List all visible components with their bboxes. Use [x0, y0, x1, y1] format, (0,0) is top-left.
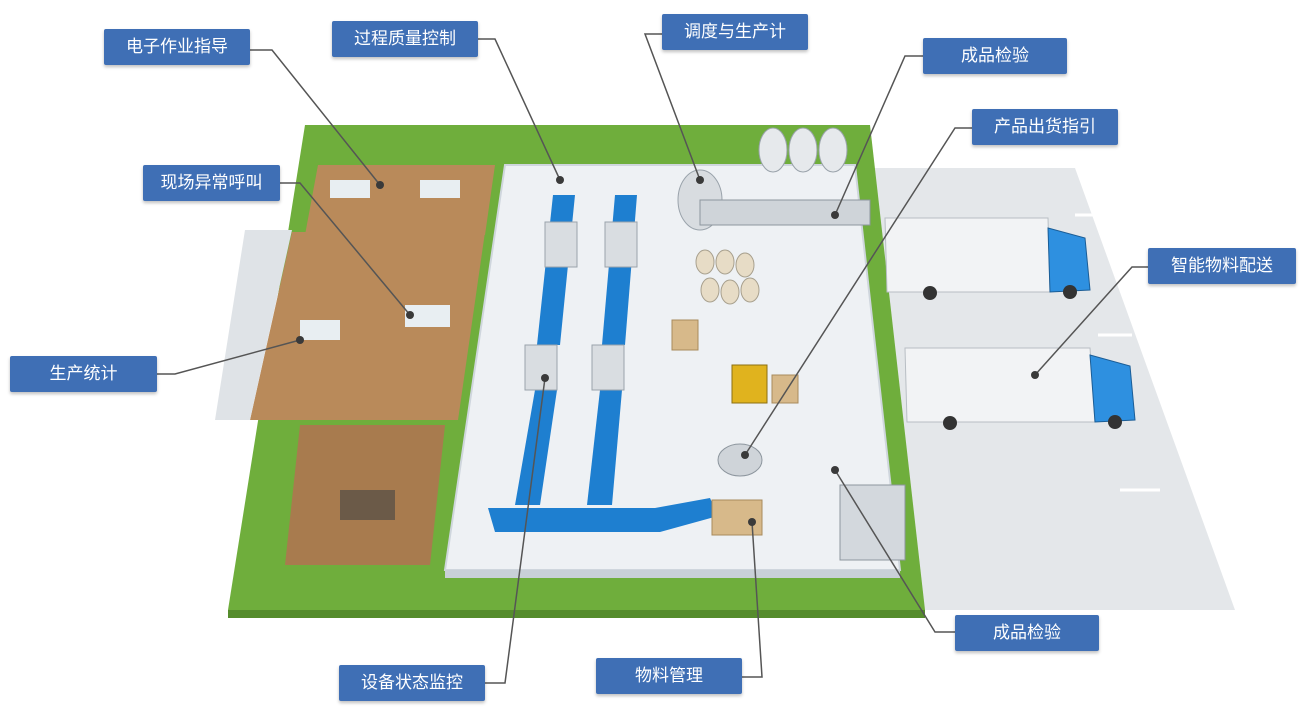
dot-material-mgmt: [748, 518, 756, 526]
meeting-table: [340, 490, 395, 520]
dot-inspection-top: [831, 211, 839, 219]
hopper: [788, 127, 818, 173]
machine: [604, 221, 638, 268]
leader-production-stats: [157, 339, 301, 375]
callout-material-mgmt: 物料管理: [596, 658, 742, 694]
dot-shipping-guide: [741, 451, 749, 459]
dot-smart-delivery: [1031, 371, 1039, 379]
leader-equipment-monitor: [485, 377, 546, 684]
dot-andon-call: [406, 311, 414, 319]
pallet-boxes: [671, 319, 699, 351]
forklift-load: [771, 374, 799, 404]
hopper-frame: [699, 199, 871, 226]
dot-equipment-monitor: [541, 374, 549, 382]
callout-smart-delivery: 智能物料配送: [1148, 248, 1296, 284]
machine: [544, 221, 578, 268]
leader-andon-call: [280, 182, 411, 316]
dot-e-work-instruction: [376, 181, 384, 189]
callout-production-stats: 生产统计: [10, 356, 157, 392]
machine: [591, 344, 625, 391]
callout-process-qc: 过程质量控制: [332, 21, 478, 57]
leader-material-mgmt: [742, 521, 763, 678]
callout-andon-call: 现场异常呼叫: [143, 165, 280, 201]
callout-equipment-monitor: 设备状态监控: [339, 665, 485, 701]
agv-robot: [717, 443, 763, 477]
desk: [420, 180, 460, 198]
barrel-storage: [695, 249, 760, 305]
hopper: [818, 127, 848, 173]
dot-process-qc: [556, 176, 564, 184]
leader-lines: [157, 33, 1148, 684]
dot-dispatch-plan: [696, 176, 704, 184]
leader-shipping-guide: [744, 127, 972, 456]
office-wall-left: [215, 230, 292, 420]
forklift: [731, 364, 768, 404]
leader-smart-delivery: [1034, 266, 1148, 376]
desk: [330, 180, 370, 198]
grass-edge: [228, 610, 925, 618]
office-floor-middle: [250, 232, 485, 420]
leader-inspection-top: [834, 55, 923, 216]
office-floor-top: [305, 165, 495, 235]
machine: [524, 344, 558, 391]
leader-e-work-instruction: [250, 49, 381, 186]
dot-inspection-bottom: [831, 466, 839, 474]
desk: [300, 320, 340, 340]
callout-inspection-bottom: 成品检验: [955, 615, 1099, 651]
callout-inspection-top: 成品检验: [923, 38, 1067, 74]
leader-inspection-bottom: [834, 469, 955, 633]
truck-top: [884, 217, 1091, 300]
callout-e-work-instruction: 电子作业指导: [104, 29, 250, 65]
desk: [405, 305, 450, 327]
pallet-boxes: [711, 499, 763, 536]
callout-shipping-guide: 产品出货指引: [972, 109, 1118, 145]
leader-dots: [296, 176, 1039, 526]
conveyor-output: [488, 498, 718, 532]
factory-floor-shadow: [445, 570, 900, 578]
callout-dispatch-plan: 调度与生产计: [662, 14, 808, 50]
truck-bottom: [904, 347, 1136, 430]
dot-production-stats: [296, 336, 304, 344]
leader-process-qc: [478, 38, 561, 181]
hopper: [758, 127, 788, 173]
conveyor-4: [587, 390, 622, 505]
leader-dispatch-plan: [643, 33, 701, 181]
inspection-station: [839, 484, 906, 561]
